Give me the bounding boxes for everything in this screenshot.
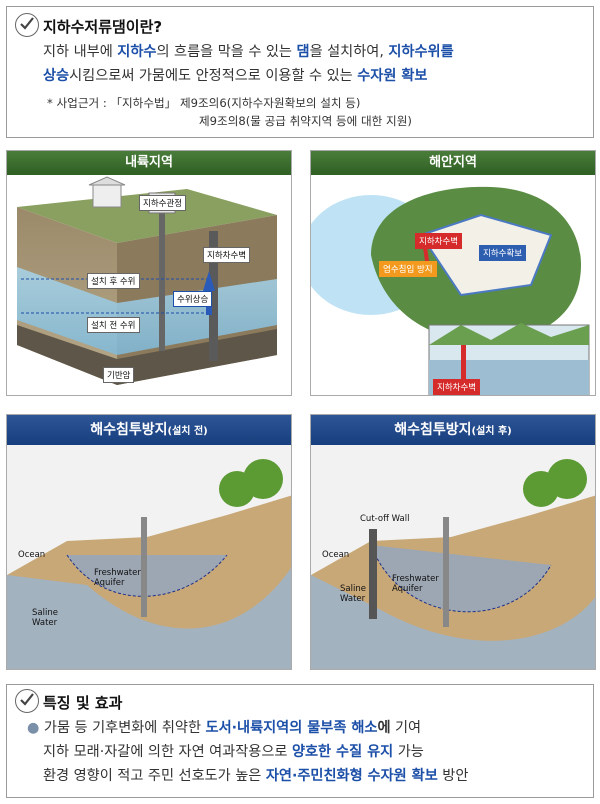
rise-arrow-icon	[203, 271, 215, 291]
after-well	[443, 517, 449, 627]
panel-coastal-title: 해안지역	[311, 151, 595, 175]
monitor-house-icon	[92, 184, 122, 208]
label-cutoff: Cut-off Wall	[360, 514, 410, 524]
effects-heading: 특징 및 효과	[43, 694, 123, 712]
tree-icon	[243, 459, 283, 499]
label-secure: 지하수확보	[479, 245, 527, 261]
label-ocean: Ocean	[322, 550, 350, 560]
effects-line-2: 지하 모래·자갈에 의한 자연 여과작용으로 양호한 수질 유지 가능	[43, 744, 424, 760]
panel-before-title: 해수침투방지(설치 전)	[7, 415, 291, 445]
effects-line-1: ● 가뭄 등 기후변화에 취약한 도서·내륙지역의 물부족 해소에 기여	[27, 720, 422, 736]
intro-line-1: 지하 내부에 지하수의 흐름을 막을 수 있는 댐을 설치하여, 지하수위를	[43, 44, 454, 60]
before-well	[141, 517, 147, 617]
label-rise: 수위상승	[173, 291, 213, 307]
intro-heading: 지하수저류댐이란?	[43, 18, 163, 36]
intro-line-2: 상승시킴으로써 가뭄에도 안정적으로 이용할 수 있는 수자원 확보	[43, 68, 428, 84]
label-freshwater: Freshwater Aquifer	[94, 568, 141, 588]
intro-box: 지하수저류댐이란? 지하 내부에 지하수의 흐름을 막을 수 있는 댐을 설치하…	[6, 6, 594, 138]
label-after-level: 설치 후 수위	[87, 273, 140, 289]
check-icon	[15, 689, 39, 713]
label-before-level: 설치 전 수위	[87, 317, 140, 333]
basis-line-2: 제9조의8(물 공급 취약지역 등에 대한 지원)	[199, 114, 412, 128]
coastal-diagram	[311, 175, 595, 395]
check-icon	[15, 13, 39, 37]
panel-before: 해수침투방지(설치 전) Ocean Freshwater Aquifer Sa…	[6, 414, 292, 670]
grass-surface	[17, 189, 277, 243]
well-pipe	[159, 211, 165, 351]
freshwater-lens	[370, 544, 552, 613]
panel-coastal: 해안지역 지하차수벽 지하수확보 염수침입 방지 지하차수벽	[310, 150, 596, 396]
panel-inland-title: 내륙지역	[7, 151, 291, 175]
bedrock-layer	[17, 325, 277, 385]
saline-layer	[7, 567, 291, 669]
cutoff-wall-shape	[369, 529, 377, 619]
label-ocean: Ocean	[18, 550, 46, 560]
panel-after: 해수침투방지(설치 후) Cut-off Wall Ocean Saline W…	[310, 414, 596, 670]
label-coastal-wall: 지하차수벽	[415, 233, 463, 249]
basis-line-1: * 사업근거 : 「지하수법」 제9조의6(지하수자원확보의 설치 등)	[47, 96, 361, 110]
label-bedrock: 기반암	[103, 367, 135, 383]
panel-inland: 내륙지역 지하수관정 지하차수벽	[6, 150, 292, 396]
label-saline: Saline Water	[340, 584, 366, 604]
label-saline: Saline Water	[32, 608, 58, 628]
after-diagram	[311, 445, 595, 669]
label-coastal-wall-2: 지하차수벽	[433, 379, 481, 395]
label-wall: 지하차수벽	[203, 247, 251, 263]
label-freshwater: Freshwater Aquifer	[392, 574, 439, 594]
effects-box: 특징 및 효과 ● 가뭄 등 기후변화에 취약한 도서·내륙지역의 물부족 해소…	[6, 684, 594, 798]
before-diagram	[7, 445, 291, 669]
tree-icon	[547, 459, 587, 499]
cutoff-wall-shape	[209, 231, 218, 361]
panel-after-title: 해수침투방지(설치 후)	[311, 415, 595, 445]
effects-line-3: 환경 영향이 적고 주민 선호도가 높은 자연·주민친화형 수자원 확보 방안	[43, 768, 469, 784]
label-prevent: 염수침입 방지	[379, 261, 437, 277]
saline-layer	[311, 575, 595, 669]
label-well: 지하수관정	[139, 195, 187, 211]
bullet-icon: ●	[27, 720, 40, 736]
